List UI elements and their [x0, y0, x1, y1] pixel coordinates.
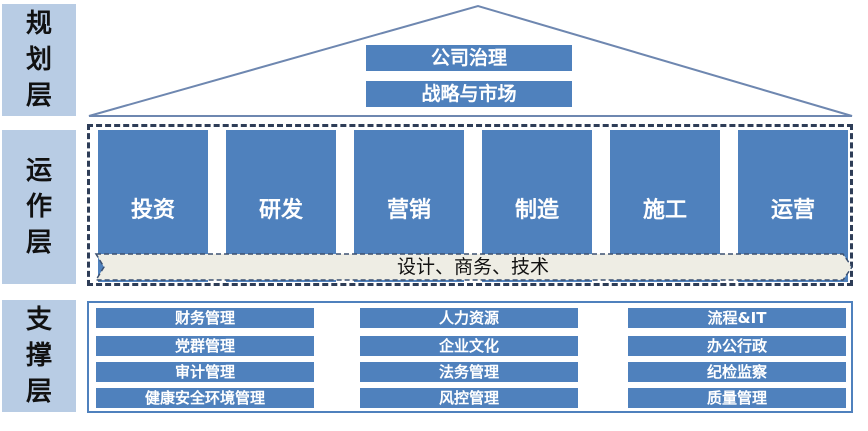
support-process-it: 流程&IT	[628, 308, 846, 328]
layer-label-char: 支	[25, 305, 52, 335]
support-hse: 健康安全环境管理	[96, 388, 314, 408]
layer-label-char: 层	[25, 377, 52, 407]
support-admin: 办公行政	[628, 336, 846, 356]
layer-label-char: 层	[25, 228, 52, 258]
support-discipline: 纪检监察	[628, 362, 846, 382]
support-culture: 企业文化	[360, 336, 578, 356]
strategy-box: 战略与市场	[366, 81, 572, 107]
cross-band-shape	[94, 253, 853, 281]
support-legal: 法务管理	[360, 362, 578, 382]
support-layer-label: 支撑层	[2, 300, 76, 412]
support-party: 党群管理	[96, 336, 314, 356]
support-finance: 财务管理	[96, 308, 314, 328]
support-risk: 风控管理	[360, 388, 578, 408]
layer-label-char: 撑	[25, 341, 52, 371]
support-frame	[87, 301, 853, 413]
operations-frame	[87, 124, 853, 286]
layer-label-char: 运	[25, 156, 52, 186]
governance-box: 公司治理	[366, 45, 572, 71]
cross-band-label: 设计、商务、技术	[396, 256, 549, 278]
layer-label-char: 划	[25, 45, 52, 75]
roof-outline	[88, 4, 853, 117]
planning-layer-label: 规划层	[2, 4, 76, 116]
support-hr: 人力资源	[360, 308, 578, 328]
layer-label-char: 层	[25, 81, 52, 111]
support-quality: 质量管理	[628, 388, 846, 408]
layer-label-char: 规	[25, 9, 52, 39]
layer-label-char: 作	[25, 192, 52, 222]
support-audit: 审计管理	[96, 362, 314, 382]
operations-layer-label: 运作层	[2, 130, 76, 284]
